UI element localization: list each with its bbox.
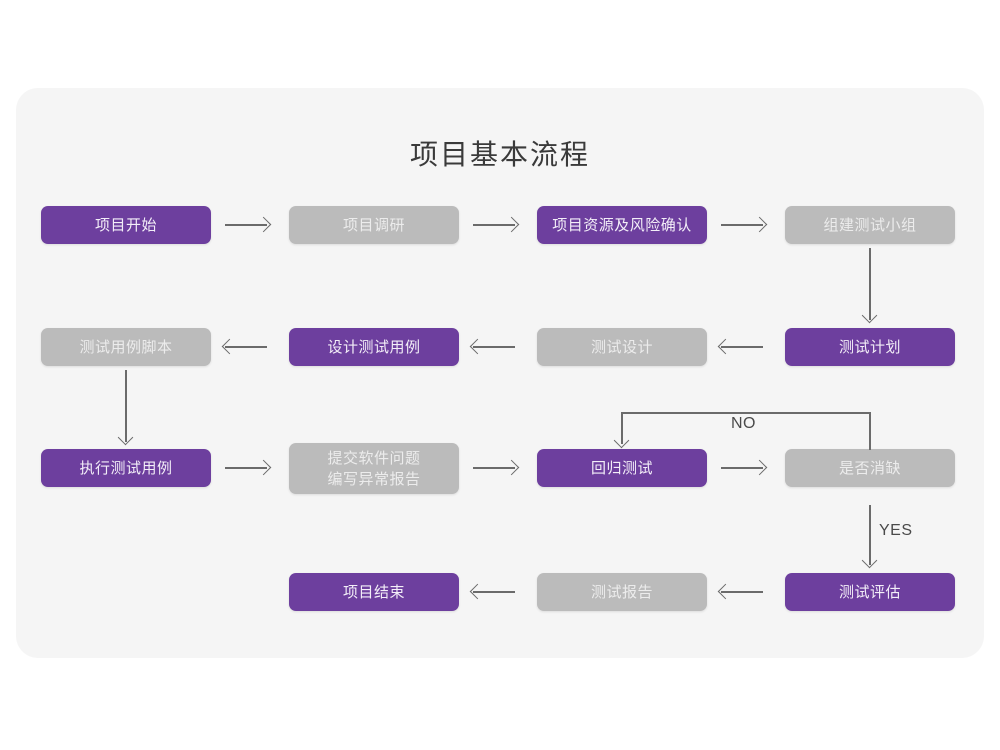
node-label: 组建测试小组 (823, 215, 917, 234)
node-test-case-script[interactable]: 测试用例脚本 (41, 328, 211, 366)
edge-label-yes: YES (879, 522, 913, 539)
arrow-line-n3-n4 (721, 224, 763, 226)
arrow-line-n11-n12 (721, 467, 763, 469)
node-label: 回归测试 (590, 458, 653, 477)
node-design-test-cases[interactable]: 设计测试用例 (289, 328, 459, 366)
node-label: 项目开始 (94, 215, 157, 234)
arrow-line-n14-n15 (473, 591, 515, 593)
node-label: 测试用例脚本 (79, 337, 173, 356)
node-defect-resolved-decision[interactable]: 是否消缺 (785, 449, 955, 487)
page-title: 项目基本流程 (409, 138, 590, 171)
node-label: 测试设计 (590, 337, 653, 356)
arrow-line-n8-n9 (125, 370, 127, 442)
node-label: 项目调研 (342, 215, 405, 234)
node-test-design[interactable]: 测试设计 (537, 328, 707, 366)
node-label: 测试评估 (838, 582, 901, 601)
arrow-line-n7-n8 (225, 346, 267, 348)
node-test-plan[interactable]: 测试计划 (785, 328, 955, 366)
node-label-line-2: 编写异常报告 (327, 469, 421, 488)
node-label: 测试计划 (838, 337, 901, 356)
node-label: 执行测试用例 (79, 458, 173, 477)
no-loop-top-segment (621, 412, 871, 414)
node-project-end[interactable]: 项目结束 (289, 573, 459, 611)
node-label: 项目结束 (342, 582, 405, 601)
node-label: 项目资源及风险确认 (552, 215, 692, 234)
node-project-start[interactable]: 项目开始 (41, 206, 211, 244)
node-label: 测试报告 (590, 582, 653, 601)
arrow-line-n10-n11 (473, 467, 515, 469)
no-loop-left-segment (621, 412, 623, 444)
node-build-test-team[interactable]: 组建测试小组 (785, 206, 955, 244)
arrow-line-n1-n2 (225, 224, 267, 226)
edge-label-no: NO (731, 415, 756, 432)
node-execute-test-cases[interactable]: 执行测试用例 (41, 449, 211, 487)
flowchart-card (16, 88, 984, 658)
node-test-report[interactable]: 测试报告 (537, 573, 707, 611)
arrow-line-n13-n14 (721, 591, 763, 593)
arrow-line-n6-n7 (473, 346, 515, 348)
node-label-line-1: 提交软件问题 (327, 449, 421, 468)
node-label: 设计测试用例 (327, 337, 421, 356)
node-regression-test[interactable]: 回归测试 (537, 449, 707, 487)
node-test-evaluation[interactable]: 测试评估 (785, 573, 955, 611)
no-loop-right-segment (869, 412, 871, 450)
arrow-line-n4-n5 (869, 248, 871, 320)
arrow-line-n9-n10 (225, 467, 267, 469)
node-resource-risk-confirm[interactable]: 项目资源及风险确认 (537, 206, 707, 244)
node-label: 是否消缺 (838, 458, 901, 477)
node-submit-defect-report[interactable]: 提交软件问题 编写异常报告 (289, 443, 459, 494)
arrow-line-n2-n3 (473, 224, 515, 226)
arrow-line-n5-n6 (721, 346, 763, 348)
node-project-research[interactable]: 项目调研 (289, 206, 459, 244)
arrow-line-n12-n13 (869, 505, 871, 565)
